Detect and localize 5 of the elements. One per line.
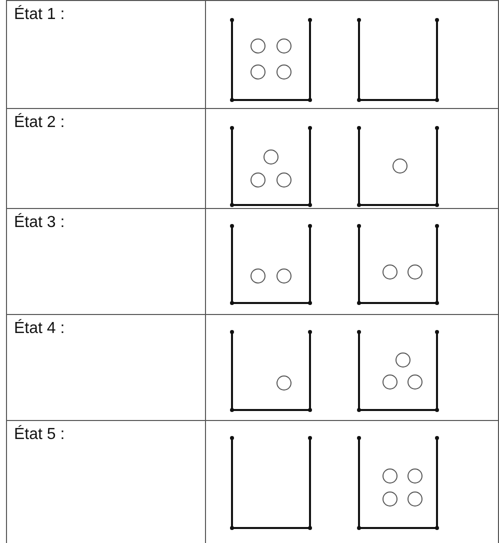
state-label: État 3 : [14,214,65,232]
state-label: État 1 : [14,6,65,24]
state-label: État 4 : [14,320,65,338]
state-label: État 5 : [14,426,65,444]
state-label: État 2 : [14,114,65,132]
